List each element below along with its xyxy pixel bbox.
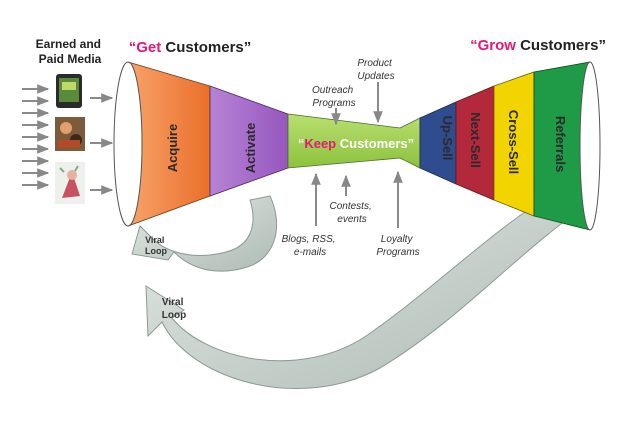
contests-events-label: Contests, events [329,201,374,225]
outreach-programs-line-2: Programs [312,98,355,109]
small-viral-loop-label: Viral Loop [145,235,167,256]
acquire-label: Acquire [165,124,180,172]
source-title: Earned and Paid Media [36,37,105,66]
funnel-exit [579,61,601,231]
grow-customers-heading: “Grow Customers” [470,37,606,54]
blogs-label: Blogs, RSS, e-mails [282,234,339,258]
product-updates-line-1: Product [357,58,393,69]
keep-keyword: Keep [304,136,336,151]
incoming-arrows [22,84,114,195]
grow-keyword: Grow [478,37,517,54]
loyalty-programs-line-2: Programs [376,247,419,258]
referrals-label: Referrals [553,116,568,172]
get-keyword: Get [136,39,161,56]
get-customers-heading: “Get Customers” [129,39,252,56]
keep-customers-label: “Keep Customers” [298,136,414,151]
upsell-label: Up-Sell [440,116,455,161]
small-viral-loop-arrow [131,195,278,272]
keep-quote-open: “ [298,136,305,151]
activate-label: Activate [243,123,258,174]
celebration-photo [55,162,85,204]
outreach-programs-label: Outreach Programs [312,85,356,109]
get-quote-close: ” [244,39,252,56]
large-viral-loop-line-2: Loop [162,310,186,321]
nextsell-label: Next-Sell [468,112,483,168]
outreach-programs-line-1: Outreach [312,85,354,96]
cyclist-photo [55,117,85,151]
source-title-line-1: Earned and [36,37,101,51]
grow-rest: Customers [516,37,599,54]
grow-quote-close: ” [598,37,606,54]
product-updates-line-2: Updates [357,71,394,82]
contests-events-line-1: Contests, [329,201,371,212]
small-viral-loop-line-2: Loop [145,246,167,256]
loyalty-programs-line-1: Loyalty [381,234,414,245]
product-updates-label: Product Updates [357,58,394,82]
input-arrows [311,82,403,228]
source-title-line-2: Paid Media [39,52,102,66]
blogs-line-2: e-mails [294,247,326,258]
grow-quote-open: “ [470,37,478,54]
crosssell-label: Cross-Sell [506,110,521,174]
keep-quote-close: ” [408,136,415,151]
large-viral-loop-label: Viral Loop [162,297,186,321]
blogs-line-1: Blogs, RSS, [282,234,336,245]
loyalty-programs-label: Loyalty Programs [376,234,419,258]
large-viral-loop-line-1: Viral [162,297,184,308]
keep-rest: Customers [336,136,408,151]
get-quote-open: “ [129,39,137,56]
funnel-mouth [113,61,143,227]
get-rest: Customers [161,39,244,56]
device-image [56,74,82,108]
small-viral-loop-line-1: Viral [145,235,164,245]
contests-events-line-2: events [337,214,366,225]
